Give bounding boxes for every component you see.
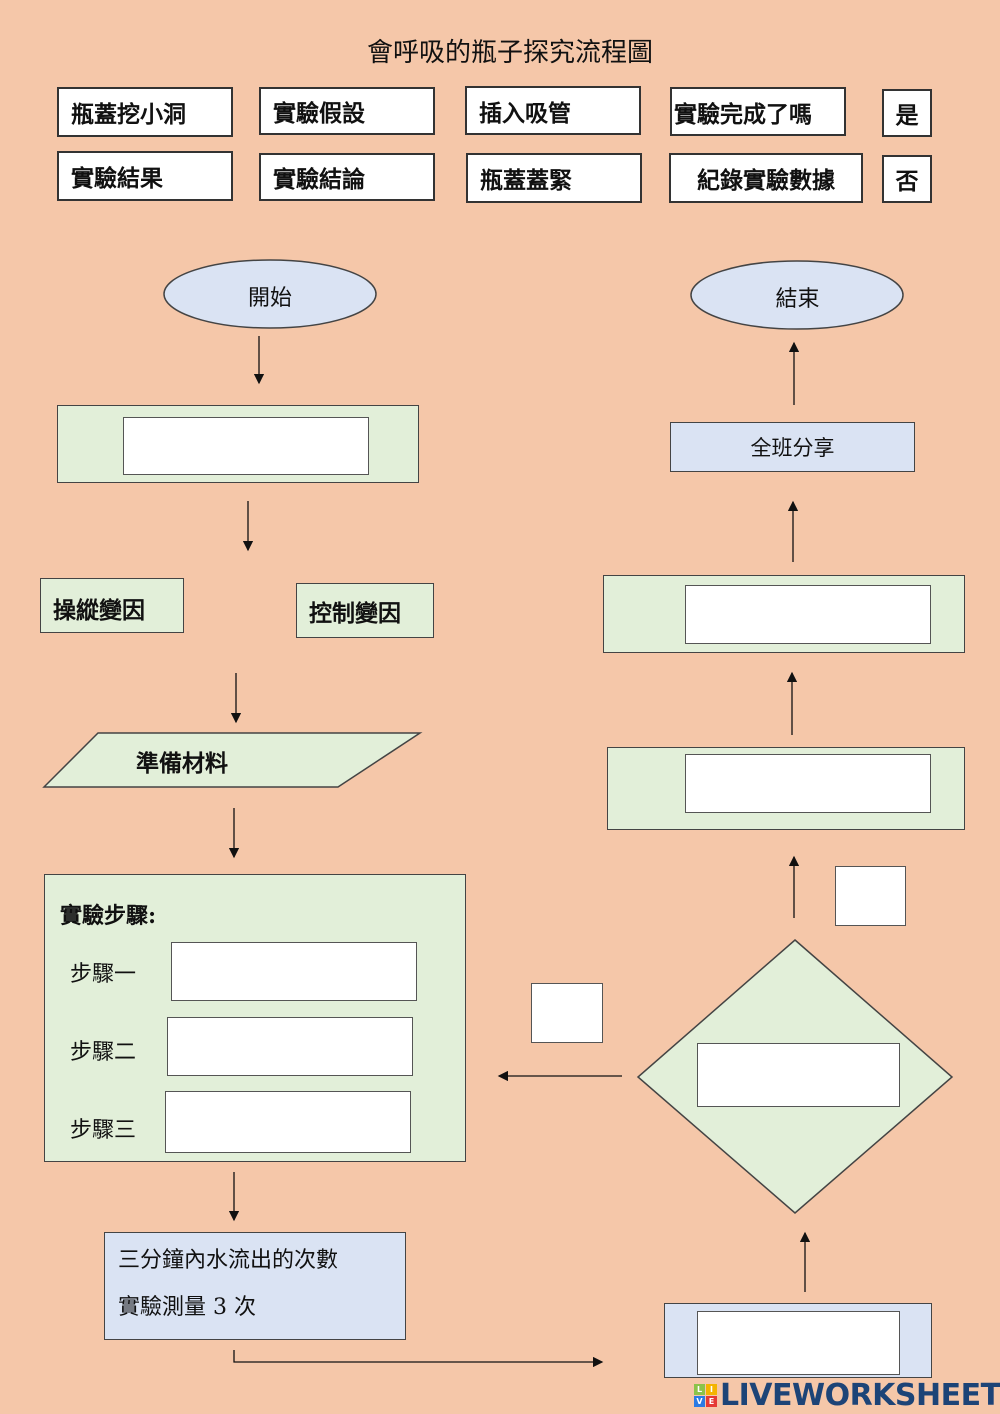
end-label: 結束 <box>775 287 820 312</box>
word-card[interactable]: 瓶蓋蓋緊 <box>466 153 642 203</box>
measurement-box <box>104 1232 406 1340</box>
step-label: 步驟一 <box>70 962 137 987</box>
drop-zone[interactable] <box>697 1311 900 1375</box>
word-card[interactable]: 實驗結論 <box>259 153 435 201</box>
yes-no-drop-zone[interactable] <box>531 983 603 1043</box>
steps-title: 實驗步驟: <box>60 903 157 929</box>
manipulated-variable-box: 操縱變因 <box>40 578 184 633</box>
yes-no-drop-zone[interactable] <box>835 866 906 926</box>
drop-zone[interactable] <box>685 585 931 644</box>
class-share-box: 全班分享 <box>670 422 915 472</box>
word-card[interactable]: 紀錄實驗數據 <box>669 153 863 203</box>
word-card[interactable]: 插入吸管 <box>465 86 641 135</box>
measurement-line: 三分鐘內水流出的次數 <box>118 1248 339 1273</box>
word-card[interactable]: 實驗結果 <box>57 151 233 201</box>
start-label: 開始 <box>247 286 292 311</box>
logo-text: LIVEWORKSHEETS <box>720 1378 1000 1413</box>
word-card[interactable]: 實驗假設 <box>259 87 435 135</box>
end-ellipse <box>690 260 904 330</box>
word-card[interactable]: 瓶蓋挖小洞 <box>57 87 233 137</box>
step-label: 步驟三 <box>70 1118 137 1143</box>
word-card[interactable]: 是 <box>882 89 932 137</box>
measurement-line: 實驗測量 3 次 <box>118 1295 256 1320</box>
decision-drop-zone[interactable] <box>697 1043 900 1107</box>
drop-zone[interactable] <box>171 942 417 1001</box>
arrow-right <box>233 1350 604 1368</box>
drop-zone[interactable] <box>685 754 931 813</box>
word-card[interactable]: 否 <box>882 155 932 203</box>
controlled-variable-box: 控制變因 <box>296 583 434 638</box>
start-ellipse <box>163 259 377 329</box>
drop-zone[interactable] <box>167 1017 413 1076</box>
step-label: 步驟二 <box>70 1040 137 1065</box>
prepare-materials-label: 準備材料 <box>136 750 228 777</box>
word-card[interactable]: 實驗完成了嗎 <box>670 87 846 136</box>
drop-zone[interactable] <box>123 417 369 475</box>
prepare-parallelogram <box>42 732 423 788</box>
drop-zone[interactable] <box>165 1091 411 1153</box>
page-title: 會呼吸的瓶子探究流程圖 <box>366 38 653 68</box>
